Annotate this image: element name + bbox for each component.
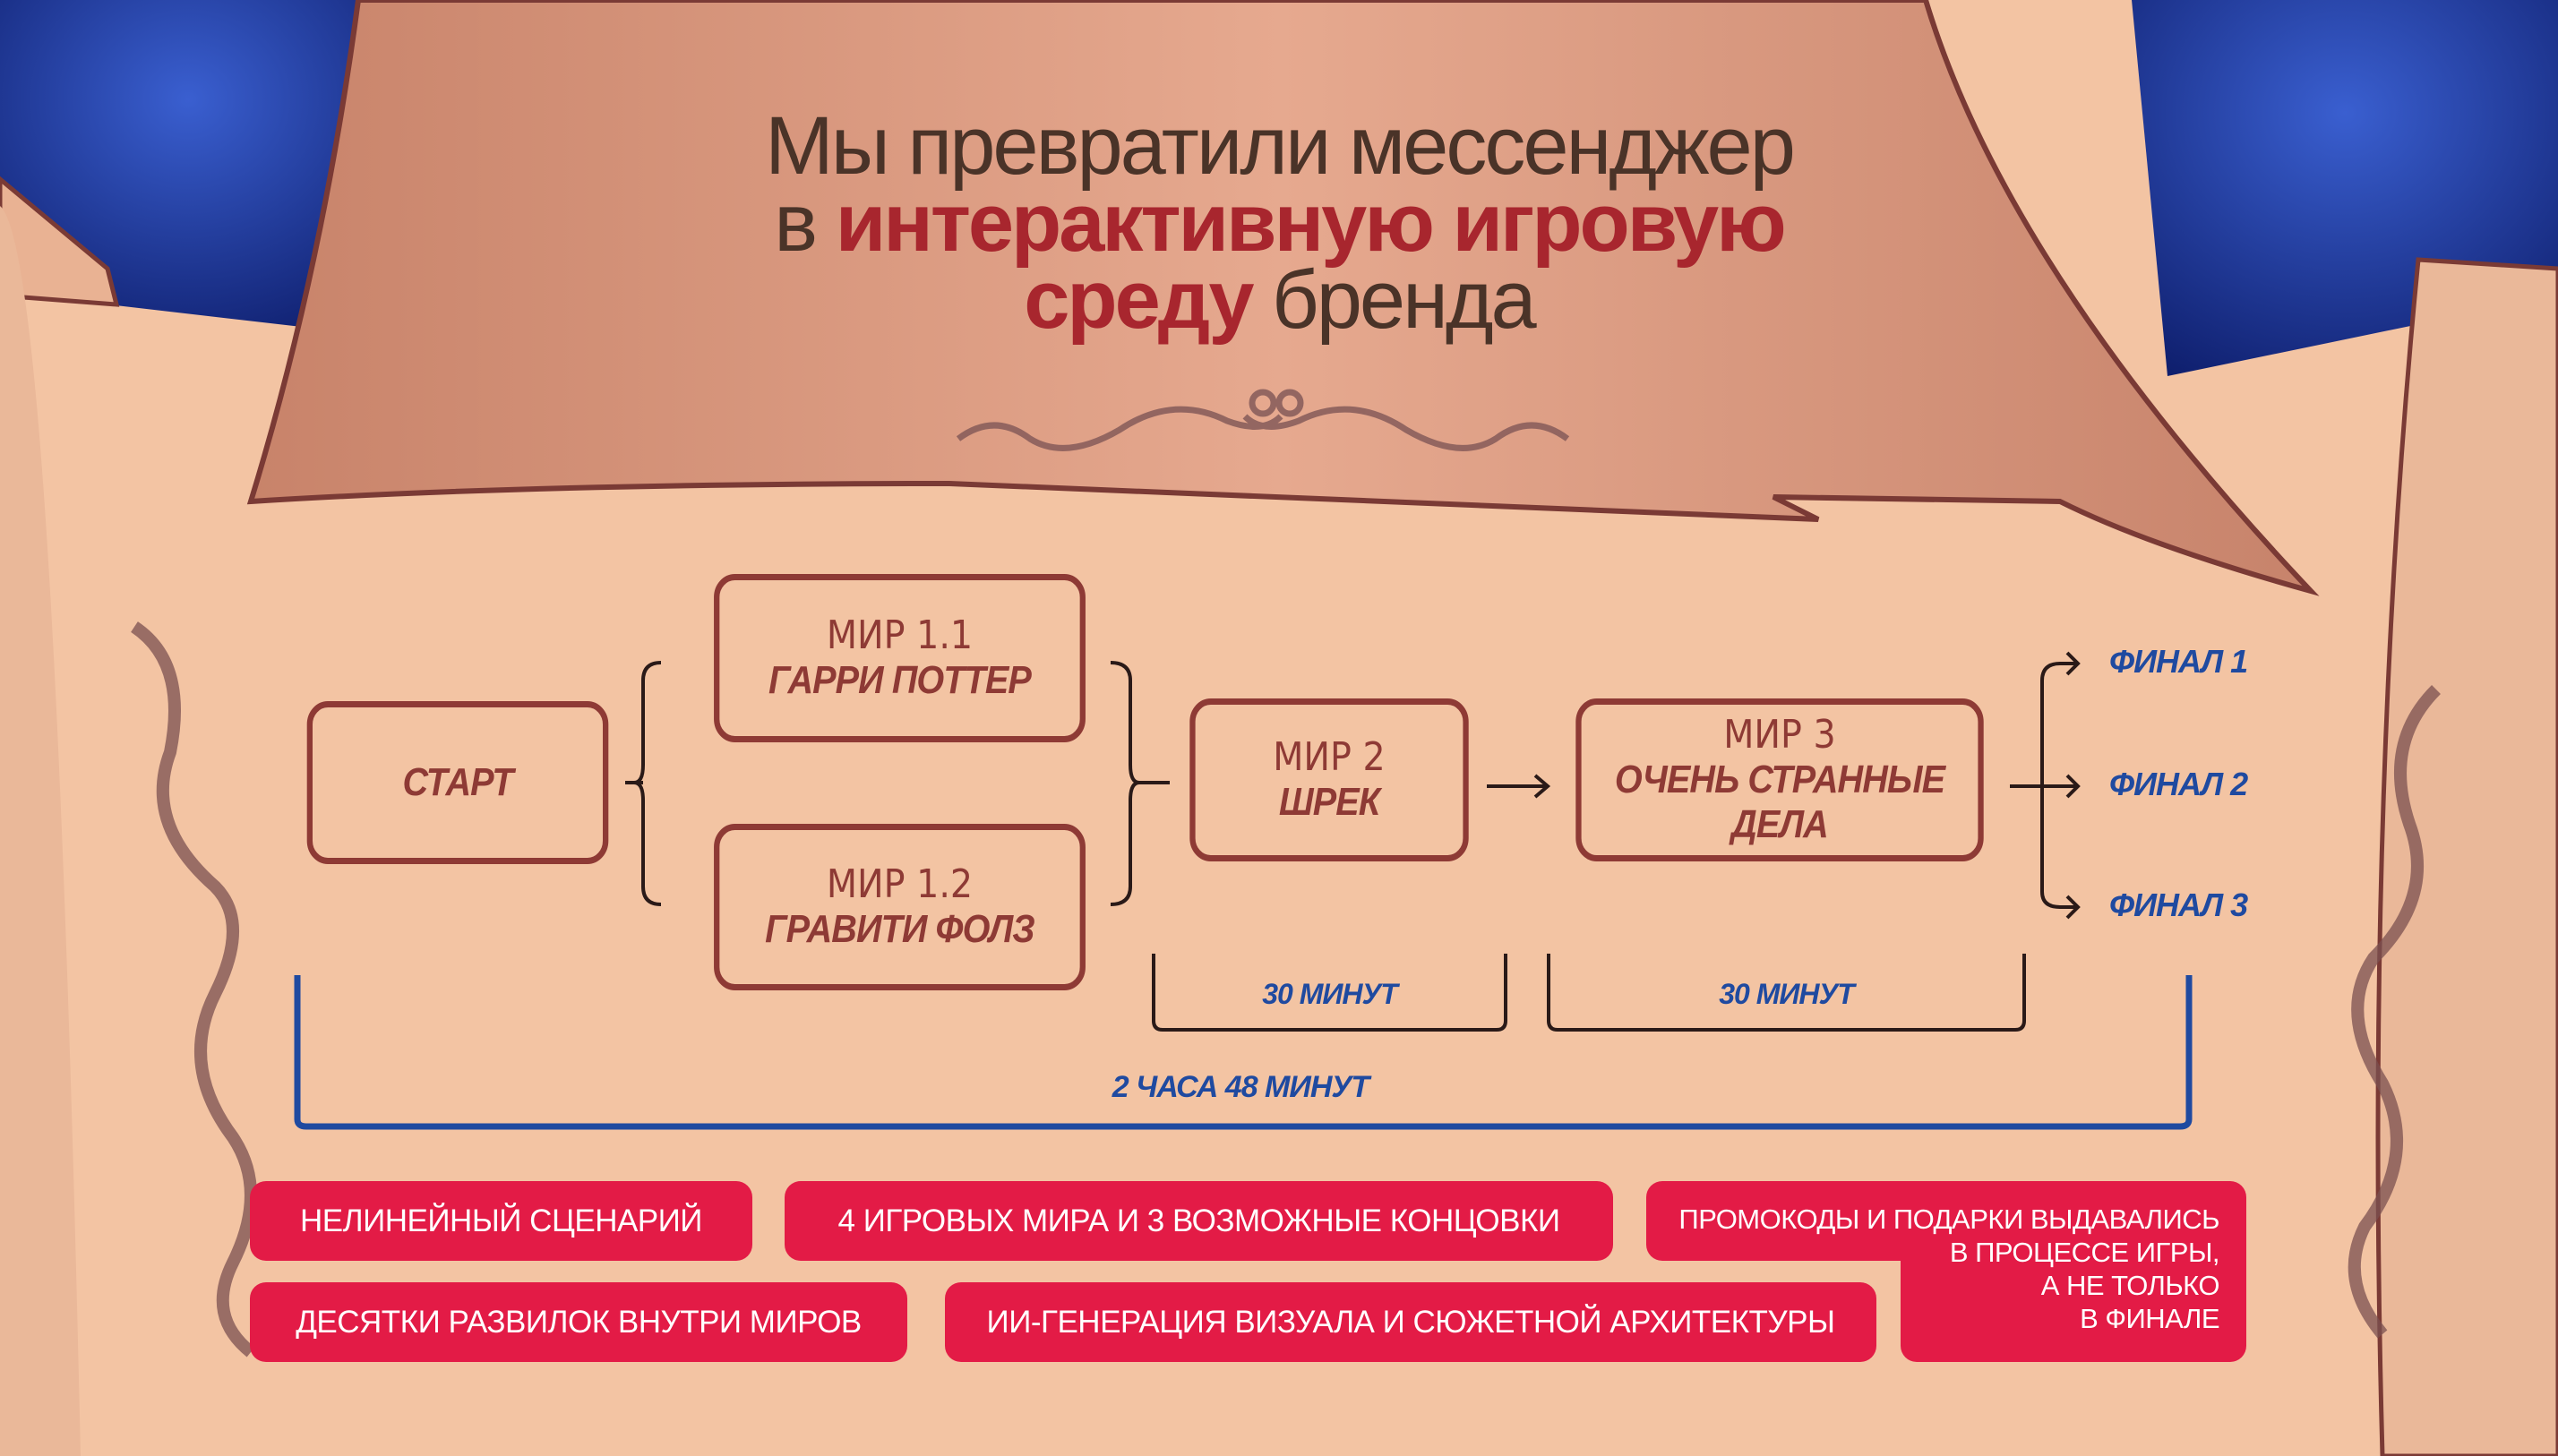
total-duration-bracket	[294, 975, 2193, 1130]
promo-text: ПРОМОКОДЫ И ПОДАРКИ ВЫДАВАЛИСЬ В ПРОЦЕСС…	[1657, 1203, 2219, 1335]
finals-branch	[2010, 651, 2081, 920]
branch-bracket-right	[1110, 661, 1170, 906]
branch-bracket-left	[625, 661, 662, 906]
title-highlight-2: среду	[1024, 254, 1254, 346]
feature-pill: 4 ИГРОВЫХ МИРА И 3 ВОЗМОЖНЫЕ КОНЦОВКИ	[785, 1181, 1613, 1261]
world-title: МИР 1.1	[826, 612, 974, 658]
total-duration: 2 ЧАСА 48 МИНУТ	[1112, 1070, 1369, 1104]
promo-line-3: А НЕ ТОЛЬКО	[2040, 1270, 2220, 1301]
world-title: МИР 3	[1723, 712, 1836, 758]
title-suffix: бренда	[1272, 254, 1537, 346]
feature-pill: НЕЛИНЕЙНЫЙ СЦЕНАРИЙ	[250, 1181, 752, 1261]
final-1-label: ФИНАЛ 1	[2109, 643, 2248, 680]
promo-line-2: В ПРОЦЕССЕ ИГРЫ,	[1949, 1237, 2220, 1268]
title-prefix: в	[774, 177, 818, 269]
world-name: ГАРРИ ПОТТЕР	[768, 658, 1032, 702]
world-title: МИР 1.2	[826, 861, 974, 907]
world-name: ШРЕК	[1278, 780, 1380, 824]
start-box: СТАРТ	[306, 701, 609, 864]
world-name-line-2: ДЕЛА	[1731, 802, 1829, 846]
title-highlight: интерактивную игровую	[835, 177, 1787, 269]
arrow-world2-world3	[1487, 774, 1551, 799]
feature-pill: ИИ-ГЕНЕРАЦИЯ ВИЗУАЛА И СЮЖЕТНОЙ АРХИТЕКТ…	[945, 1282, 1876, 1362]
duration-bracket-world-2	[1152, 954, 1507, 1032]
duration-world-2: 30 МИНУТ	[1262, 978, 1397, 1010]
feature-pill: ДЕСЯТКИ РАЗВИЛОК ВНУТРИ МИРОВ	[250, 1282, 907, 1362]
duration-world-3: 30 МИНУТ	[1719, 978, 1854, 1010]
world-name: ОЧЕНЬ СТРАННЫЕ	[1614, 758, 1945, 801]
promo-line-4: В ФИНАЛЕ	[2080, 1303, 2219, 1334]
start-label: СТАРТ	[402, 760, 514, 804]
final-3-label: ФИНАЛ 3	[2109, 886, 2248, 923]
page-title-line-3: среду бренда	[0, 259, 2558, 341]
final-2-label: ФИНАЛ 2	[2109, 766, 2248, 802]
world-name: ГРАВИТИ ФОЛЗ	[765, 907, 1035, 951]
promo-pill-bottom	[1901, 1236, 2246, 1362]
duration-bracket-world-3	[1547, 954, 2026, 1032]
page-title-line-1: Мы превратили мессенджер	[765, 100, 1796, 192]
promo-line-1: ПРОМОКОДЫ И ПОДАРКИ ВЫДАВАЛИСЬ	[1678, 1203, 2219, 1235]
world-title: МИР 2	[1273, 734, 1386, 780]
page-title-line-2: в интерактивную игровую	[0, 182, 2558, 264]
